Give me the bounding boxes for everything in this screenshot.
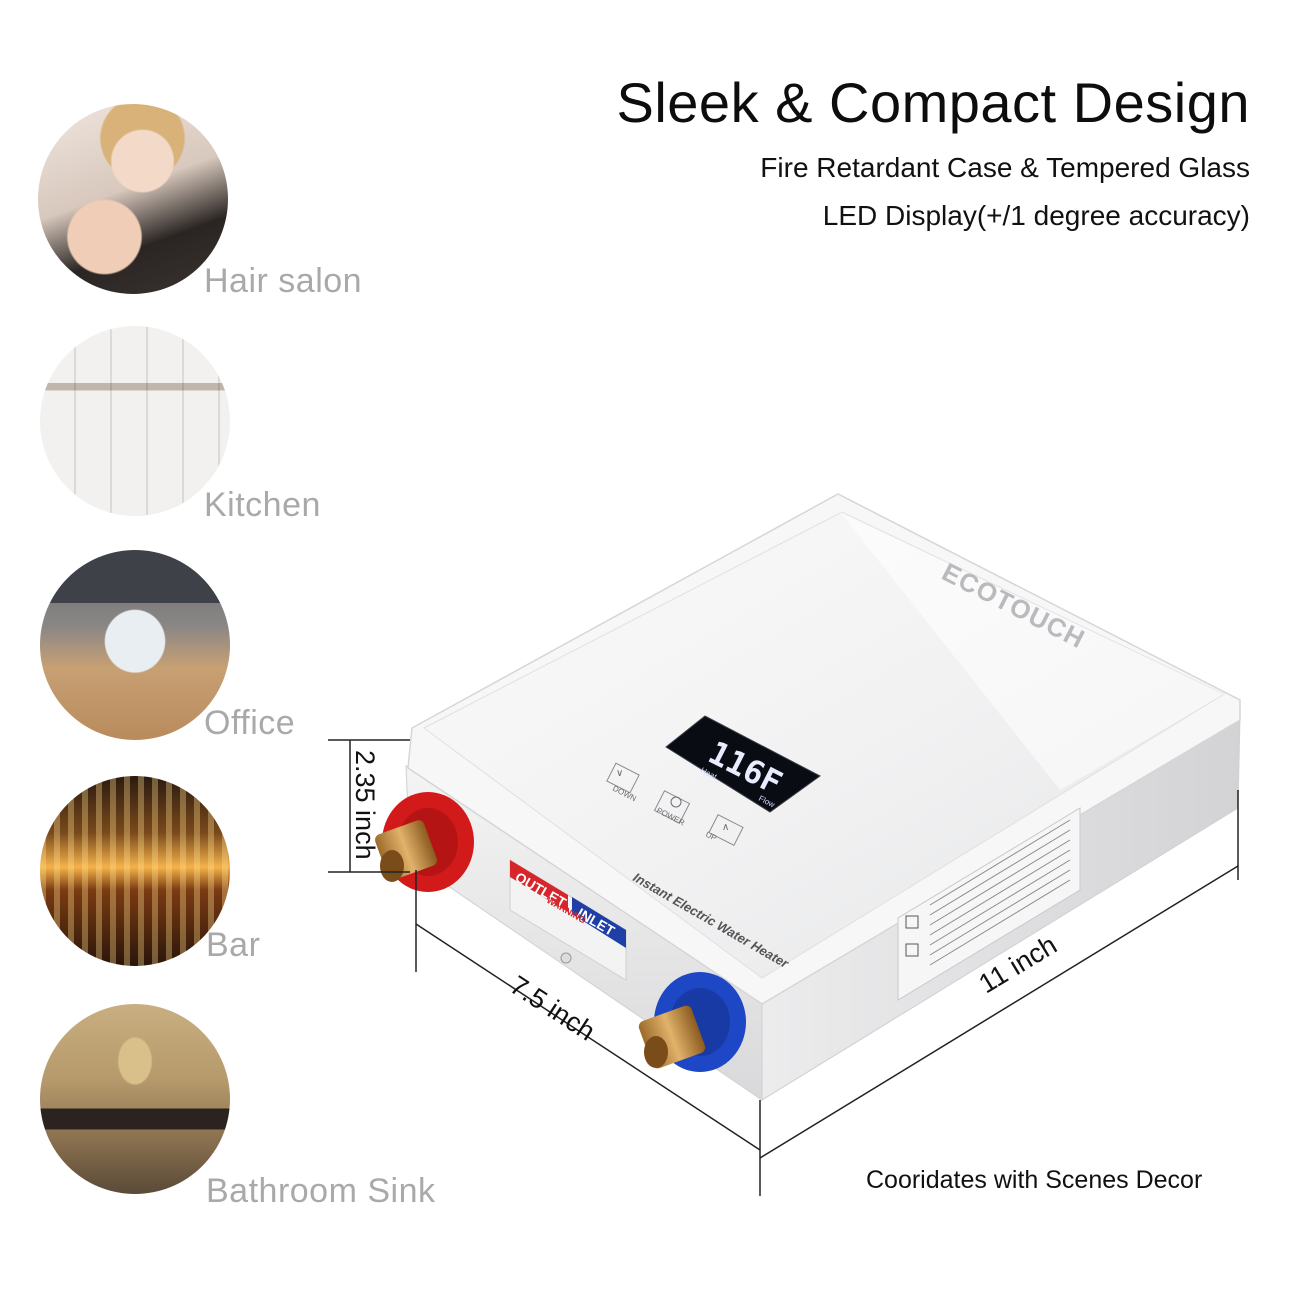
depth-dimension — [415, 870, 761, 1196]
scene-label: Bar — [206, 926, 261, 964]
bar-photo — [40, 776, 230, 966]
up-chevron-icon: ∧ — [722, 822, 729, 833]
hair-salon-photo — [38, 104, 228, 294]
feature-case-glass: Fire Retardant Case & Tempered Glass — [760, 152, 1250, 183]
depth-label: 7.5 inch — [505, 970, 601, 1047]
scene-label: Hair salon — [204, 262, 363, 300]
scene-label: Office — [204, 704, 296, 742]
caption: Cooridates with Scenes Decor — [866, 1166, 1203, 1194]
spec-label — [897, 807, 1081, 1001]
outlet-connector — [375, 792, 474, 892]
scene-label: Bathroom Sink — [206, 1172, 436, 1210]
house-icon — [905, 943, 919, 957]
screw-icon — [560, 952, 572, 964]
headline-title: Sleek & Compact Design — [616, 71, 1250, 134]
kitchen-photo — [40, 326, 230, 516]
height-dimension — [328, 739, 410, 873]
height-label: 2.35 inch — [350, 750, 380, 860]
width-dimension — [759, 790, 1239, 1159]
bin-icon — [905, 915, 919, 929]
inlet-connector — [638, 972, 746, 1072]
down-chevron-icon: ∨ — [616, 768, 623, 779]
scene-label: Kitchen — [204, 486, 321, 524]
bathroom-photo — [40, 1004, 230, 1194]
office-photo — [40, 550, 230, 740]
feature-led-display: LED Display(+/1 degree accuracy) — [822, 200, 1250, 231]
power-icon — [670, 796, 682, 808]
